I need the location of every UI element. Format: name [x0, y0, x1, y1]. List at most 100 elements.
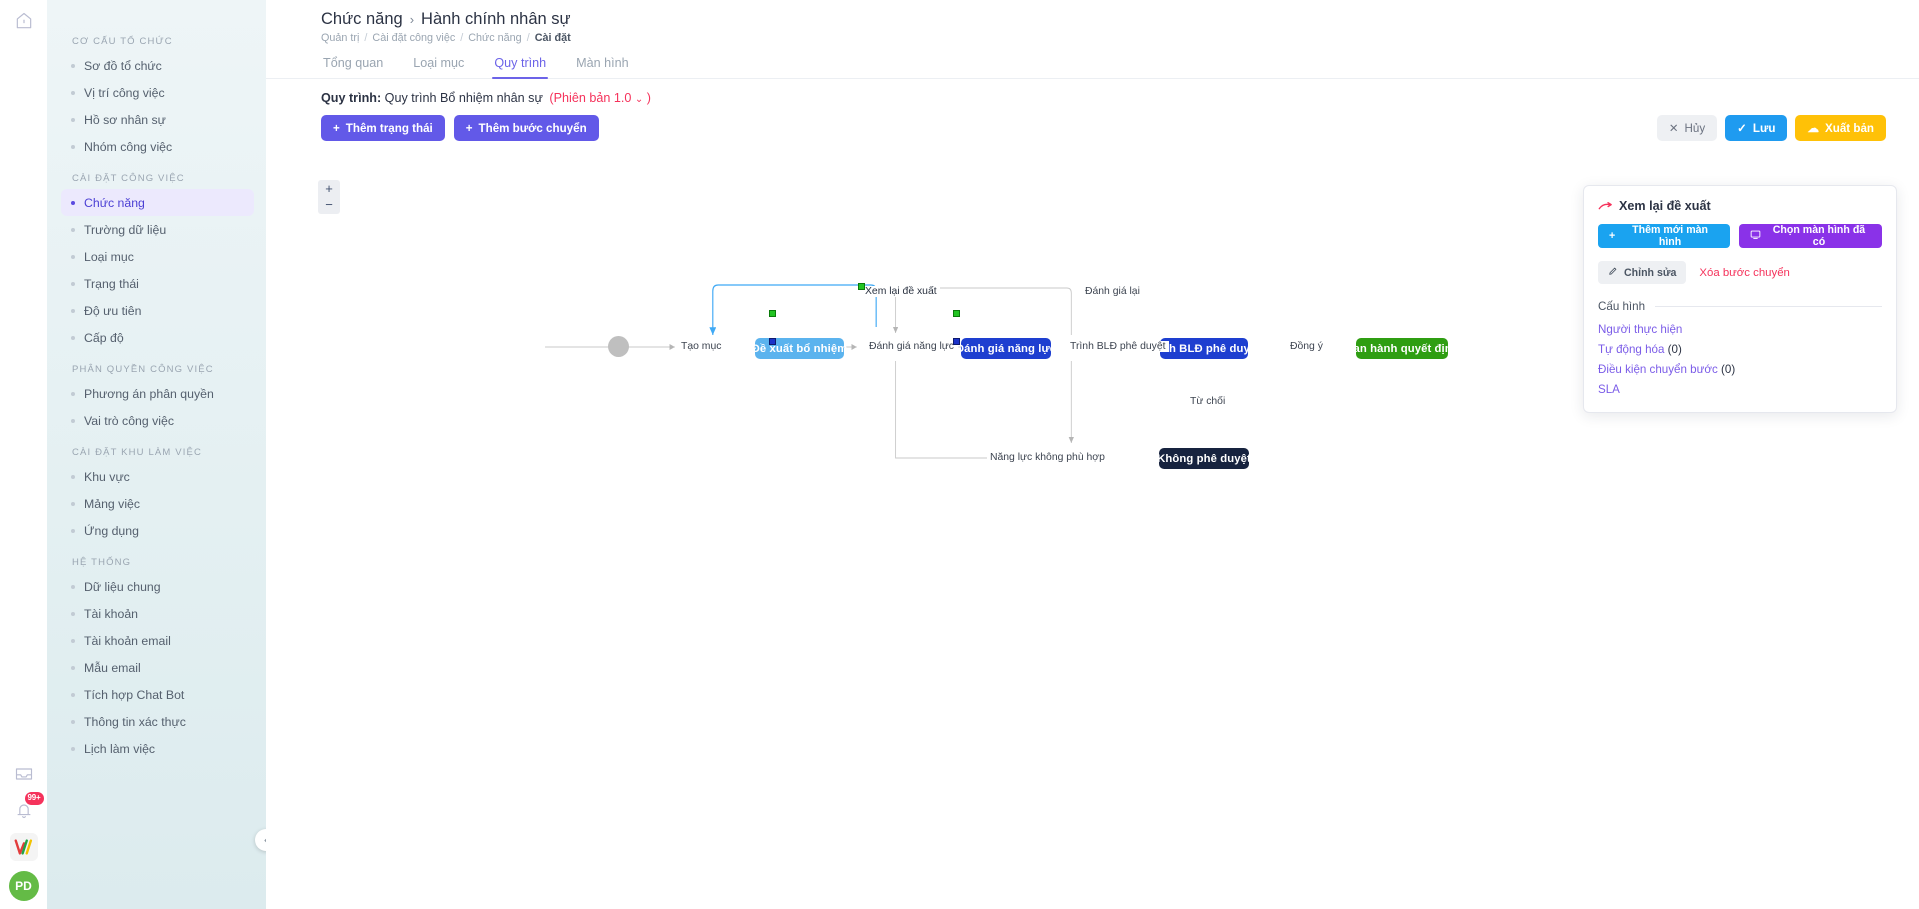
sidebar-item-label: Vị trí công việc [84, 85, 165, 100]
sidebar-item-t-i-kho-n[interactable]: Tài khoản [61, 600, 254, 627]
version-group[interactable]: (Phiên bản 1.0 ⌄ ) [549, 91, 651, 105]
edge-label-trinh-bld-phe-duyet-edge[interactable]: Trình BLĐ phê duyệt [1067, 341, 1169, 352]
edge-anchor-source[interactable] [769, 338, 776, 345]
sidebar-item-s-t-ch-c[interactable]: Sơ đồ tổ chức [61, 52, 254, 79]
publish-button[interactable]: ☁ Xuất bản [1795, 115, 1886, 141]
sidebar-item-tr-ng-th-i[interactable]: Trạng thái [61, 270, 254, 297]
edge-label-danh-gia-nang-luc-edge[interactable]: Đánh giá năng lực [866, 341, 957, 352]
edge-handle-target[interactable] [953, 310, 960, 317]
sidebar-collapse-toggle[interactable] [255, 829, 266, 851]
config-link-i-u-ki-n-chuy-n-b-c[interactable]: Điều kiện chuyển bước (0) [1598, 363, 1882, 376]
user-avatar[interactable]: PD [8, 871, 39, 901]
sidebar-item-t-ch-h-p-chat-bot[interactable]: Tích hợp Chat Bot [61, 681, 254, 708]
config-link-count: (0) [1667, 343, 1682, 356]
tab-m-n-h-nh[interactable]: Màn hình [576, 56, 629, 70]
tab-quy-tr-nh[interactable]: Quy trình [492, 56, 548, 79]
sidebar-item-label: Vai trò công việc [84, 413, 174, 428]
page-title: Chức năng › Hành chính nhân sự [321, 10, 1919, 29]
sidebar-item-tr-ng-d-li-u[interactable]: Trường dữ liệu [61, 216, 254, 243]
edge-anchor-target[interactable] [953, 338, 960, 345]
edge-label-tu-choi[interactable]: Từ chối [1187, 396, 1229, 407]
sidebar-item-t-i-kho-n-email[interactable]: Tài khoản email [61, 627, 254, 654]
edge-handle-source[interactable] [769, 310, 776, 317]
sidebar-item-ng-d-ng[interactable]: Ứng dụng [61, 517, 254, 544]
process-name: Quy trình Bổ nhiệm nhân sự [384, 91, 543, 105]
version-prefix: (Phiên bản [549, 91, 611, 105]
path-sep: / [460, 32, 464, 44]
sidebar-item-m-ng-vi-c[interactable]: Mảng việc [61, 490, 254, 517]
breadcrumb-path-0[interactable]: Quản trị [321, 32, 360, 44]
sidebar-item-khu-v-c[interactable]: Khu vực [61, 463, 254, 490]
edge-label-tao-muc[interactable]: Tạo mục [678, 341, 725, 352]
config-link-label: Điều kiện chuyển bước [1598, 363, 1718, 376]
add-state-button[interactable]: + Thêm trạng thái [321, 115, 445, 141]
bullet-icon [71, 90, 75, 95]
breadcrumb-parent[interactable]: Chức năng [321, 10, 403, 28]
add-transition-label: Thêm bước chuyển [478, 121, 587, 135]
config-title: Cấu hình [1598, 300, 1646, 313]
config-link-sla[interactable]: SLA [1598, 383, 1882, 396]
panel-title-text: Xem lại đề xuất [1619, 199, 1711, 213]
sidebar-item-label: Tích hợp Chat Bot [84, 687, 185, 702]
sidebar-item-l-ch-l-m-vi-c[interactable]: Lịch làm việc [61, 735, 254, 762]
pick-screen-button[interactable]: Chọn màn hình đã có [1738, 224, 1882, 248]
edge-label-danh-gia-lai[interactable]: Đánh giá lại [1082, 286, 1143, 297]
cancel-label: Hủy [1684, 121, 1706, 135]
tab-lo-i-m-c[interactable]: Loại mục [413, 56, 465, 70]
bell-icon[interactable]: 99+ [11, 792, 44, 823]
sidebar-item-m-u-email[interactable]: Mẫu email [61, 654, 254, 681]
sidebar-item-th-ng-tin-x-c-th-c[interactable]: Thông tin xác thực [61, 708, 254, 735]
save-button[interactable]: ✓ Lưu [1725, 115, 1788, 141]
edge-label-dong-y[interactable]: Đồng ý [1287, 341, 1326, 352]
cancel-button[interactable]: ✕ Hủy [1656, 115, 1718, 141]
sidebar-item-nh-m-c-ng-vi-c[interactable]: Nhóm công việc [61, 133, 254, 160]
workflow-node-ban-hanh-quyet-dinh[interactable]: Ban hành quyết định [1345, 338, 1459, 359]
workflow-node-start[interactable] [608, 336, 629, 357]
config-link-ng-i-th-c-hi-n[interactable]: Người thực hiện [1598, 323, 1882, 336]
tab-t-ng-quan[interactable]: Tổng quan [323, 56, 384, 70]
config-link-count: (0) [1721, 363, 1736, 376]
pick-screen-label: Chọn màn hình đã có [1772, 224, 1866, 248]
bullet-icon [71, 474, 75, 479]
workspace-logo[interactable] [9, 833, 38, 861]
sidebar-item-vai-tr-c-ng-vi-c[interactable]: Vai trò công việc [61, 407, 254, 434]
delete-transition-link[interactable]: Xóa bước chuyển [1699, 266, 1790, 279]
breadcrumb-path-1[interactable]: Cài đặt công việc [372, 32, 456, 44]
edge-handle-mid[interactable] [858, 283, 865, 290]
workflow-node-trinh-bld-phe-duyet[interactable]: Trình BLĐ phê duyệt [1148, 338, 1260, 359]
sidebar-item-d-li-u-chung[interactable]: Dữ liệu chung [61, 573, 254, 600]
bullet-icon [71, 308, 75, 313]
config-link-t-ng-h-a[interactable]: Tự động hóa (0) [1598, 343, 1882, 356]
check-icon: ✓ [1737, 122, 1747, 135]
config-section-header: Cấu hình [1598, 300, 1882, 313]
sidebar-item-u-ti-n[interactable]: Độ ưu tiên [61, 297, 254, 324]
home-icon[interactable] [11, 8, 37, 34]
add-screen-button[interactable]: + Thêm mới màn hình [1598, 224, 1730, 248]
sidebar-item-c-p[interactable]: Cấp độ [61, 324, 254, 351]
workflow-node-khong-phe-duyet[interactable]: Không phê duyệt [1157, 448, 1251, 469]
zoom-out-button[interactable]: − [325, 197, 333, 212]
config-link-label: Người thực hiện [1598, 323, 1683, 336]
chevron-down-icon[interactable]: ⌄ [634, 94, 644, 105]
add-transition-button[interactable]: + Thêm bước chuyển [453, 115, 599, 141]
sidebar-item-lo-i-m-c[interactable]: Loại mục [61, 243, 254, 270]
breadcrumb-path-2[interactable]: Chức năng [468, 32, 522, 44]
sidebar-item-v-tr-c-ng-vi-c[interactable]: Vị trí công việc [61, 79, 254, 106]
sidebar-item-ch-c-n-ng[interactable]: Chức năng [61, 189, 254, 216]
sidebar-item-h-s-nh-n-s[interactable]: Hồ sơ nhân sự [61, 106, 254, 133]
edge-label-xem-lai-de-xuat[interactable]: Xem lại đề xuất [862, 286, 940, 297]
workflow-node-danh-gia-nang-luc[interactable]: Đánh giá năng lực [956, 338, 1056, 359]
sidebar-item-ph-ng-n-ph-n-quy-n[interactable]: Phương án phân quyền [61, 380, 254, 407]
edge-label-nang-luc-khong-phu-hop[interactable]: Năng lực không phù hợp [987, 452, 1108, 463]
inbox-icon[interactable] [11, 761, 37, 787]
sidebar-item-label: Sơ đồ tổ chức [84, 58, 162, 73]
bullet-icon [71, 746, 75, 751]
breadcrumb-separator-icon: › [409, 12, 415, 27]
zoom-in-button[interactable]: + [325, 181, 333, 196]
edit-button[interactable]: Chỉnh sửa [1598, 261, 1687, 284]
panel-actions: Chỉnh sửa Xóa bước chuyển [1598, 261, 1882, 284]
sidebar-item-label: Độ ưu tiên [84, 303, 142, 318]
workflow-node-de-xuat-bo-nhiem[interactable]: Đề xuất bổ nhiệm [752, 338, 847, 359]
sidebar-item-label: Dữ liệu chung [84, 579, 161, 594]
